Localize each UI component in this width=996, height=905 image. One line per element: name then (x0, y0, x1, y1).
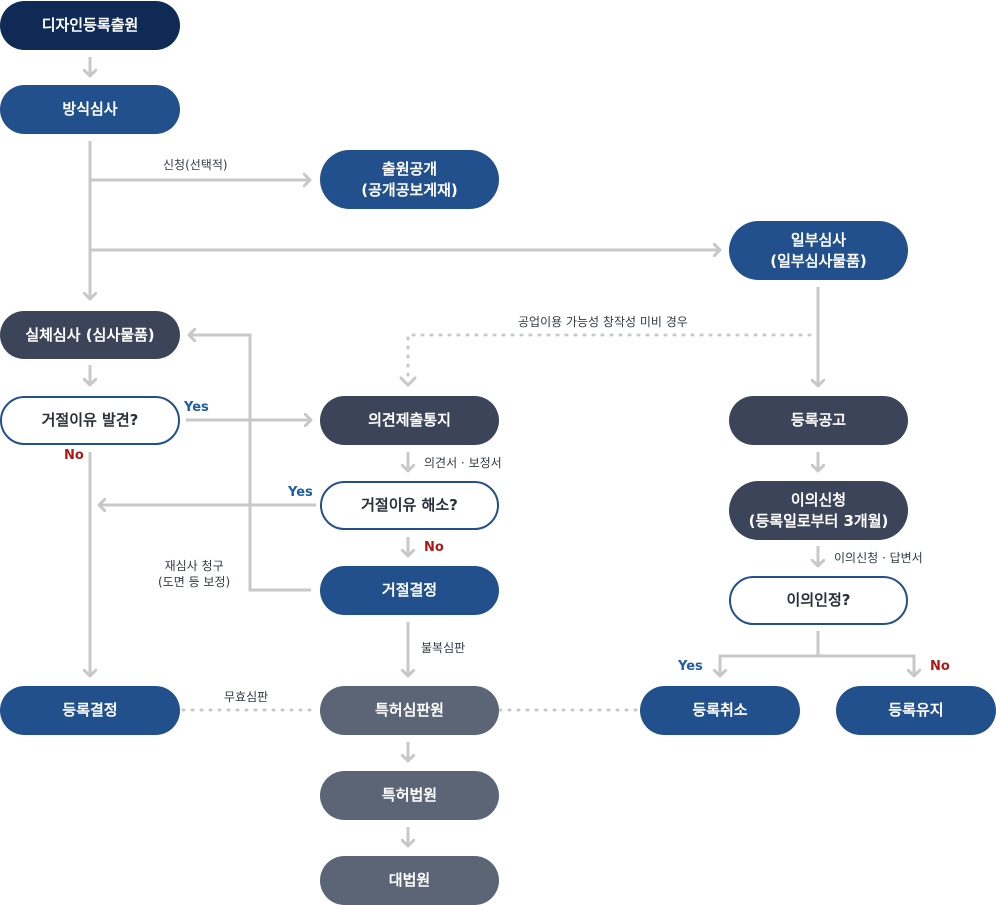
label-appeal-trial: 불복심판 (421, 641, 466, 655)
dotted-lacking-path (406, 333, 812, 378)
node-opposition: 이의신청 (등록일로부터 3개월) (729, 481, 908, 540)
label-lacking-condition: 공업이용 가능성 창작성 미비 경우 (518, 315, 688, 329)
arrow-accepted-branch (720, 631, 820, 676)
arrow-accepted-no (818, 654, 914, 676)
label-request-optional: 신청(선택적) (163, 158, 228, 172)
arrow-reexam-loop (189, 335, 311, 592)
label-reexam: 재심사 청구 (도면 등 보정) (158, 559, 231, 589)
label-opinion-amendment: 의견서 · 보정서 (424, 456, 502, 470)
node-patent-court: 특허법원 (320, 771, 499, 820)
node-reg-announcement: 등록공고 (729, 396, 908, 445)
label-no-rejection: No (64, 448, 84, 463)
node-ip-tribunal: 특허심판원 (320, 686, 499, 735)
label-no-accepted: No (930, 659, 950, 674)
arrowhead-lacking (399, 376, 417, 387)
label-yes-accepted: Yes (678, 659, 703, 674)
node-filing: 디자인등록출원 (0, 1, 180, 50)
node-partial-exam: 일부심사 (일부심사물품) (729, 221, 908, 280)
node-reg-cancel: 등록취소 (640, 686, 800, 735)
node-substantive-exam: 실체심사 (심사물품) (0, 311, 180, 359)
label-no-resolved: No (424, 540, 444, 555)
node-rejection-resolved: 거절이유 해소? (320, 481, 499, 530)
label-invalidation-trial: 무효심판 (224, 690, 269, 704)
label-yes-rejection: Yes (184, 400, 209, 415)
node-rejection-decision: 거절결정 (320, 566, 499, 615)
label-yes-resolved: Yes (288, 485, 313, 500)
node-reg-decision: 등록결정 (0, 686, 180, 735)
node-notice: 의견제출통지 (320, 396, 499, 445)
node-publication: 출원공개 (공개공보게재) (320, 150, 499, 209)
node-reg-maintain: 등록유지 (836, 686, 996, 735)
node-formality-exam: 방식심사 (0, 85, 180, 134)
node-supreme-court: 대법원 (320, 856, 499, 905)
node-rejection-found: 거절이유 발견? (0, 396, 180, 445)
label-opposition-reply: 이의신청 · 답변서 (834, 551, 923, 565)
node-opposition-accepted: 이의인정? (729, 576, 908, 625)
